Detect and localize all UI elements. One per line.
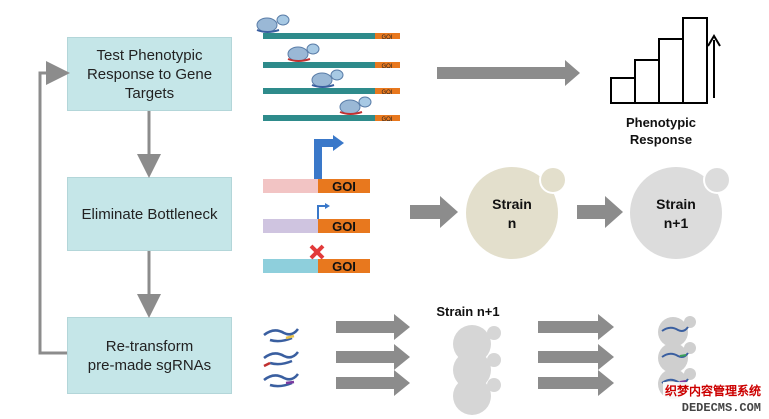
flow-connectors [38, 61, 161, 355]
dna-strand-4: GOI [263, 96, 400, 123]
promoter-construct-blocked [263, 244, 370, 273]
step-test-label: Test Phenotypic Response to Gene Targets [86, 46, 213, 102]
svg-text:GOI: GOI [381, 117, 392, 123]
dna-strands-row1: GOI GOI GOI [256, 14, 400, 123]
cas9-complex-icon [287, 43, 320, 62]
step-retransform-label-1: Re-transform [105, 337, 194, 355]
sgrna-icon [263, 328, 299, 343]
watermark-text: 织梦内容管理系统 [662, 382, 763, 399]
strain-n1-cell-icon [630, 166, 731, 259]
step-test-phenotypic-response: Test Phenotypic Response to Gene Targets [67, 37, 232, 111]
svg-text:GOI: GOI [381, 64, 392, 70]
cas9-complex-icon [311, 69, 344, 88]
dna-strand-2: GOI [263, 43, 400, 70]
response-label-2: Response [630, 132, 692, 147]
flow-arrow-row2a [410, 196, 458, 228]
strain-n-cell-icon [466, 166, 567, 259]
flow-arrow-row2b [577, 196, 623, 228]
promoter-construct-strong [263, 135, 370, 193]
goi-label-2: GOI [332, 219, 356, 234]
strain-n1-label-2: n+1 [664, 215, 689, 231]
svg-text:GOI: GOI [381, 35, 392, 41]
strain-n-label-2: n [508, 215, 517, 231]
sgrna-icons [263, 328, 299, 388]
cas9-complex-icon [256, 14, 290, 33]
flow-arrow-row1 [437, 60, 580, 86]
flow-arrows-row3a [336, 314, 410, 396]
goi-label-3: GOI [332, 259, 356, 274]
watermark-url: DEDECMS.COM [679, 401, 763, 415]
strain-n-label-1: Strain [492, 196, 532, 212]
step-retransform-label-2: pre-made sgRNAs [87, 356, 212, 374]
step-retransform: Re-transform pre-made sgRNAs [67, 317, 232, 394]
sgrna-icon [263, 351, 299, 368]
dna-strand-1: GOI [256, 14, 400, 41]
sgrna-icon [263, 373, 299, 388]
strain-n1-title: Strain n+1 [436, 304, 499, 319]
flow-arrows-row3b [538, 314, 614, 396]
cas9-complex-icon [339, 96, 372, 115]
svg-text:GOI: GOI [381, 90, 392, 96]
strain-n1-label-1: Strain [656, 196, 696, 212]
goi-label-1: GOI [332, 179, 356, 194]
promoter-construct-weak [263, 203, 370, 233]
dna-strand-3: GOI [263, 69, 400, 96]
strain-n1-cell-stack-icon [453, 325, 501, 415]
increase-arrow-icon [707, 34, 721, 98]
response-label-1: Phenotypic [626, 115, 696, 130]
block-x-icon [309, 244, 325, 260]
step-eliminate-label: Eliminate Bottleneck [81, 205, 218, 223]
phenotypic-response-bars-icon [610, 17, 708, 104]
